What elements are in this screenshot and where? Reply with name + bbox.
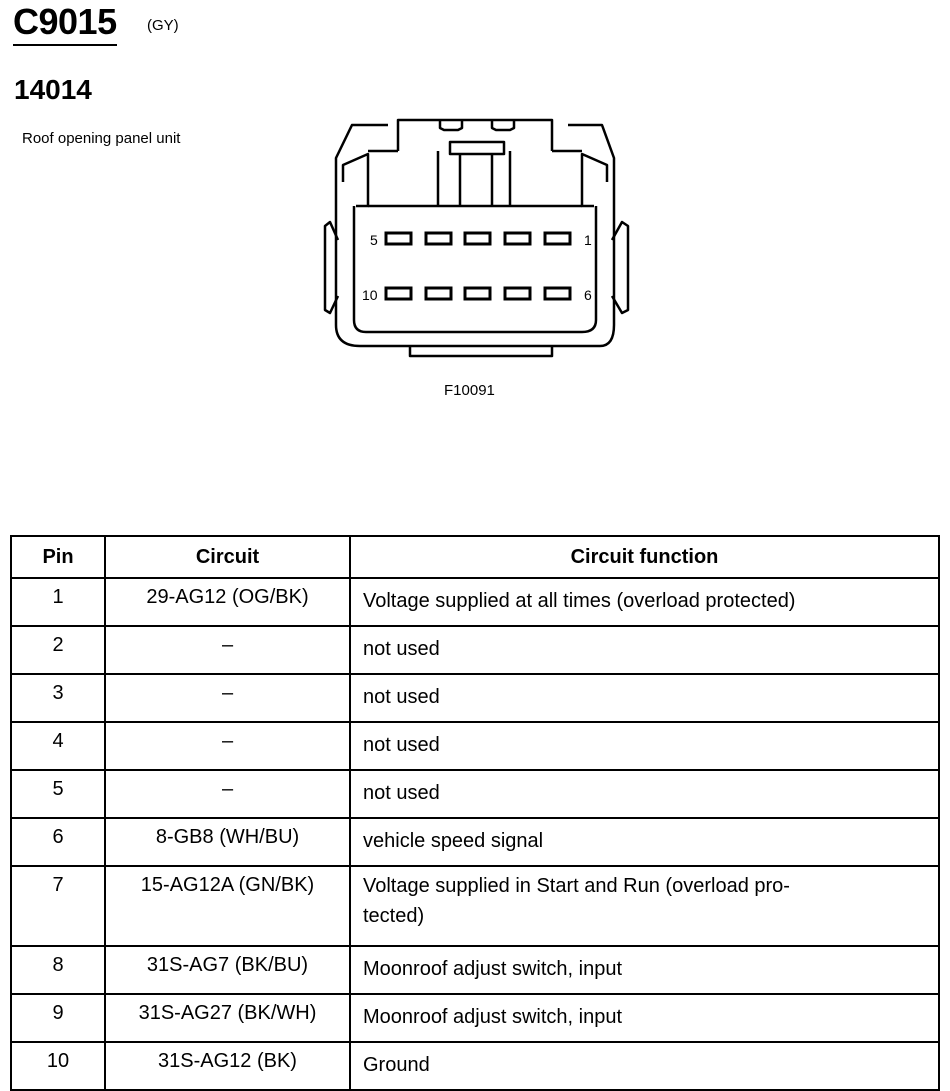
header-circuit-function: Circuit function [349, 535, 940, 579]
pin-cavity-1 [543, 231, 572, 246]
top-latch [396, 118, 554, 151]
pin-cavity-3 [463, 231, 492, 246]
function-cell: Moonroof adjust switch, input [349, 993, 940, 1043]
function-cell: Voltage supplied at all times (overload … [349, 577, 940, 627]
table-row: 1 29-AG12 (OG/BK) Voltage supplied at al… [10, 577, 940, 627]
pin-cavity-7 [503, 286, 532, 301]
header-pin: Pin [10, 535, 106, 579]
function-cell: Voltage supplied in Start and Run (overl… [349, 865, 940, 947]
pin-cavity-2 [503, 231, 532, 246]
function-cell: not used [349, 721, 940, 771]
pin-cavity-9 [424, 286, 453, 301]
function-cell: Moonroof adjust switch, input [349, 945, 940, 995]
pin-cavity-5 [384, 231, 413, 246]
pin-cell: 2 [10, 625, 106, 675]
pin-label-5: 5 [370, 232, 378, 248]
pin-table: Pin Circuit Circuit function 1 29-AG12 (… [10, 535, 940, 1091]
connector-id: C9015 [13, 2, 117, 46]
pin-cell: 9 [10, 993, 106, 1043]
left-side-lug [323, 220, 340, 315]
table-row: 3 – not used [10, 673, 940, 723]
pin-cell: 3 [10, 673, 106, 723]
table-row: 2 – not used [10, 625, 940, 675]
pin-cell: 8 [10, 945, 106, 995]
pin-cell: 4 [10, 721, 106, 771]
table-row: 6 8-GB8 (WH/BU) vehicle speed signal [10, 817, 940, 867]
circuit-cell: 31S-AG7 (BK/BU) [104, 945, 351, 995]
circuit-cell: 31S-AG12 (BK) [104, 1041, 351, 1091]
table-row: 8 31S-AG7 (BK/BU) Moonroof adjust switch… [10, 945, 940, 995]
header-circuit: Circuit [104, 535, 351, 579]
function-cell: Ground [349, 1041, 940, 1091]
pin-cell: 10 [10, 1041, 106, 1091]
table-row: 10 31S-AG12 (BK) Ground [10, 1041, 940, 1091]
function-cell: not used [349, 673, 940, 723]
circuit-cell: 8-GB8 (WH/BU) [104, 817, 351, 867]
color-code: (GY) [147, 17, 179, 34]
circuit-cell: – [104, 769, 351, 819]
pin-cell: 6 [10, 817, 106, 867]
pin-label-1: 1 [584, 232, 592, 248]
component-name: Roof opening panel unit [22, 130, 181, 147]
function-cell: not used [349, 625, 940, 675]
housing-outline [334, 123, 616, 348]
circuit-cell: – [104, 673, 351, 723]
pin-label-10: 10 [362, 287, 378, 303]
function-cell: not used [349, 769, 940, 819]
pin-cell: 1 [10, 577, 106, 627]
bottom-tab [408, 346, 554, 358]
circuit-cell: 29-AG12 (OG/BK) [104, 577, 351, 627]
table-header-row: Pin Circuit Circuit function [10, 535, 940, 579]
inner-cavity [352, 206, 598, 334]
table-row: 5 – not used [10, 769, 940, 819]
pin-cavities [384, 231, 572, 301]
circuit-cell: – [104, 721, 351, 771]
table-row: 7 15-AG12A (GN/BK) Voltage supplied in S… [10, 865, 940, 947]
pin-cell: 7 [10, 865, 106, 947]
pin-cavity-10 [384, 286, 413, 301]
pin-cavity-4 [424, 231, 453, 246]
right-side-lug [610, 220, 630, 315]
circuit-cell: 31S-AG27 (BK/WH) [104, 993, 351, 1043]
part-number: 14014 [14, 74, 92, 105]
pin-cell: 5 [10, 769, 106, 819]
pin-cavity-8 [463, 286, 492, 301]
table-row: 4 – not used [10, 721, 940, 771]
circuit-cell: 15-AG12A (GN/BK) [104, 865, 351, 947]
connector-diagram: 5 1 10 6 [323, 118, 630, 358]
figure-code: F10091 [444, 382, 495, 399]
function-cell: vehicle speed signal [349, 817, 940, 867]
pin-label-6: 6 [584, 287, 592, 303]
table-row: 9 31S-AG27 (BK/WH) Moonroof adjust switc… [10, 993, 940, 1043]
circuit-cell: – [104, 625, 351, 675]
pin-cavity-6 [543, 286, 572, 301]
